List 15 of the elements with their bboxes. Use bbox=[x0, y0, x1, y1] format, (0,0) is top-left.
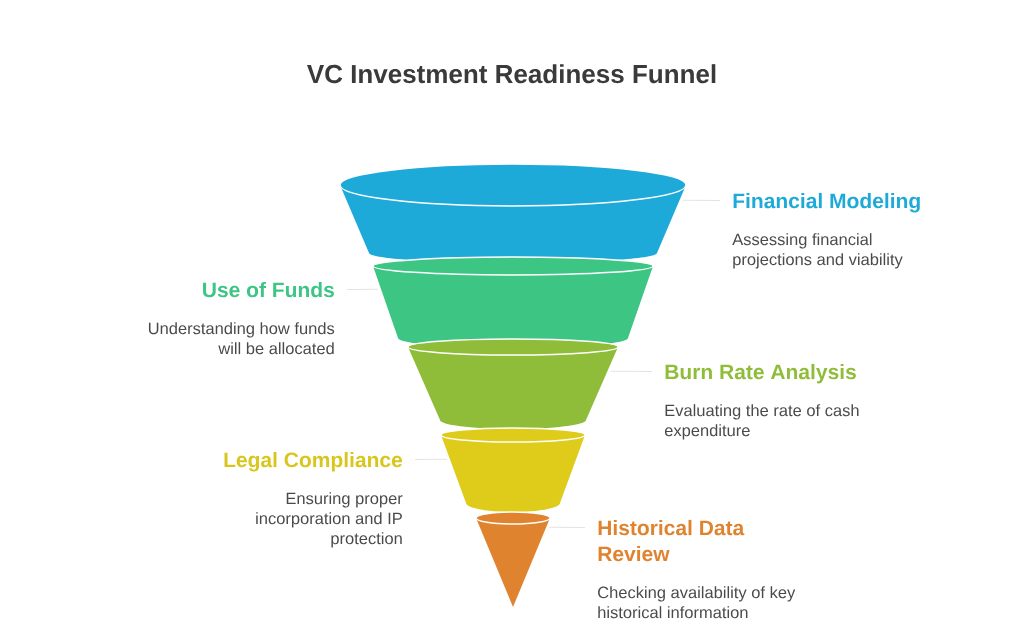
step-description: Ensuring proper incorporation and IP protection bbox=[256, 492, 403, 548]
funnel-segment bbox=[440, 427, 586, 512]
funnel-segment bbox=[339, 163, 687, 263]
funnel-segment bbox=[475, 511, 551, 607]
step-heading: Legal Compliance bbox=[224, 451, 403, 472]
step-description: Evaluating the rate of cash expenditure bbox=[664, 404, 859, 440]
step-heading: Use of Funds bbox=[203, 281, 334, 298]
funnel-segment bbox=[407, 338, 619, 429]
title: VC Investment Readiness Funnel bbox=[307, 64, 716, 84]
step-heading: Historical Data Review bbox=[598, 519, 745, 562]
step-description: Checking availability of key historical information bbox=[598, 586, 796, 619]
step-heading: Burn Rate Analysis bbox=[665, 363, 856, 384]
step-description: Assessing financial projections and viability bbox=[732, 233, 903, 269]
step-description: Understanding how funds will be allocated bbox=[148, 322, 335, 355]
step-heading: Financial Modeling bbox=[733, 192, 920, 213]
